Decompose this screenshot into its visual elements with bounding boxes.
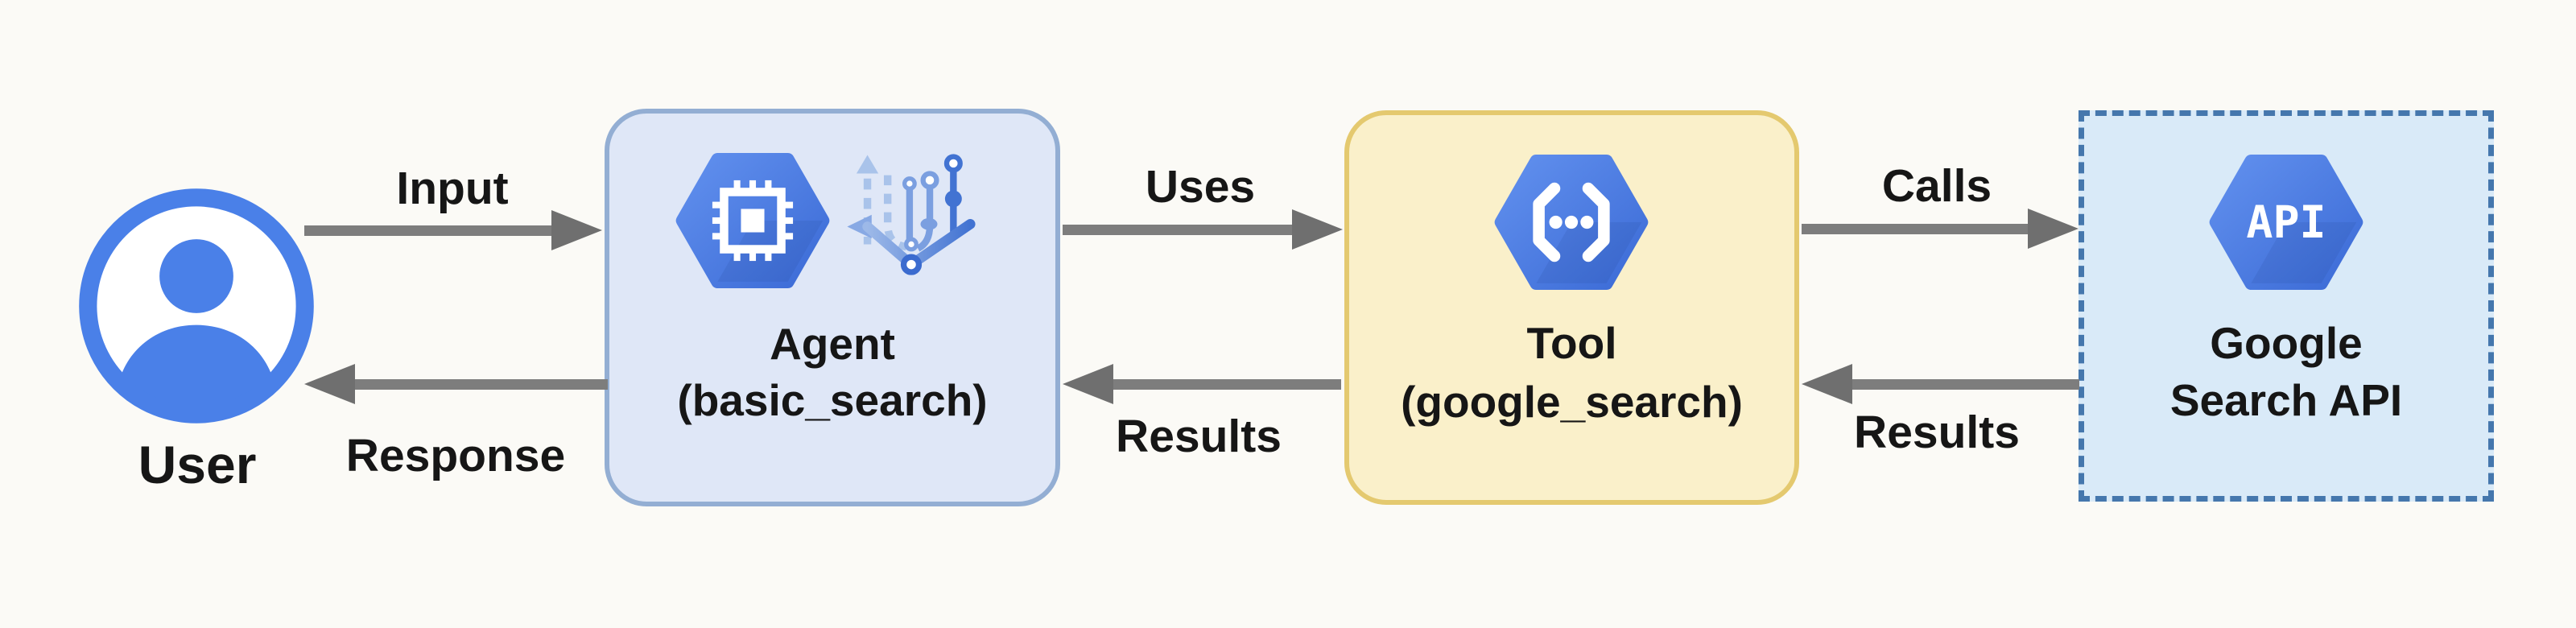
branching-paths-icon	[847, 154, 976, 275]
results-from-tool-arrow	[1063, 364, 1341, 404]
uses-edge-label: Uses	[1145, 161, 1256, 213]
user-icon	[79, 188, 314, 423]
results-from-api-arrow	[1802, 364, 2079, 404]
arrow-head-left-icon	[1063, 364, 1113, 404]
input-arrow	[304, 210, 602, 250]
tool-title: Tool	[1526, 318, 1617, 368]
api-hexagon-icon: API	[2209, 155, 2363, 290]
api-title-line1: Google	[2210, 318, 2363, 368]
arrow-head-right-icon	[2028, 209, 2079, 249]
arrow-shaft	[1802, 223, 2028, 234]
code-brackets-hexagon-icon	[1494, 155, 1649, 290]
tool-subtitle: (google_search)	[1401, 377, 1743, 427]
results-from-tool-edge-label: Results	[1116, 411, 1282, 462]
results-from-api-edge-label: Results	[1854, 407, 2020, 458]
arrow-shaft	[304, 225, 551, 236]
agent-title: Agent	[770, 319, 895, 369]
arrow-shaft	[1113, 378, 1341, 390]
response-edge-label: Response	[345, 430, 566, 481]
arrow-shaft	[1852, 378, 2079, 390]
input-edge-label: Input	[396, 163, 509, 214]
arrow-head-right-icon	[1292, 209, 1343, 250]
arrow-shaft	[355, 378, 608, 390]
calls-arrow	[1802, 209, 2079, 249]
calls-edge-label: Calls	[1881, 160, 1992, 212]
cpu-chip-hexagon-icon	[675, 153, 830, 288]
api-hexagon-label: API	[2246, 196, 2326, 248]
arrow-head-left-icon	[304, 364, 355, 404]
arrow-head-left-icon	[1802, 364, 1852, 404]
uses-arrow	[1063, 209, 1343, 250]
agent-subtitle: (basic_search)	[677, 375, 988, 425]
user-label: User	[138, 435, 257, 494]
response-arrow	[304, 364, 608, 404]
arrow-head-right-icon	[551, 210, 602, 250]
agent-node-box	[605, 109, 1060, 506]
api-title-line2: Search API	[2169, 375, 2403, 425]
arrow-shaft	[1063, 224, 1292, 235]
